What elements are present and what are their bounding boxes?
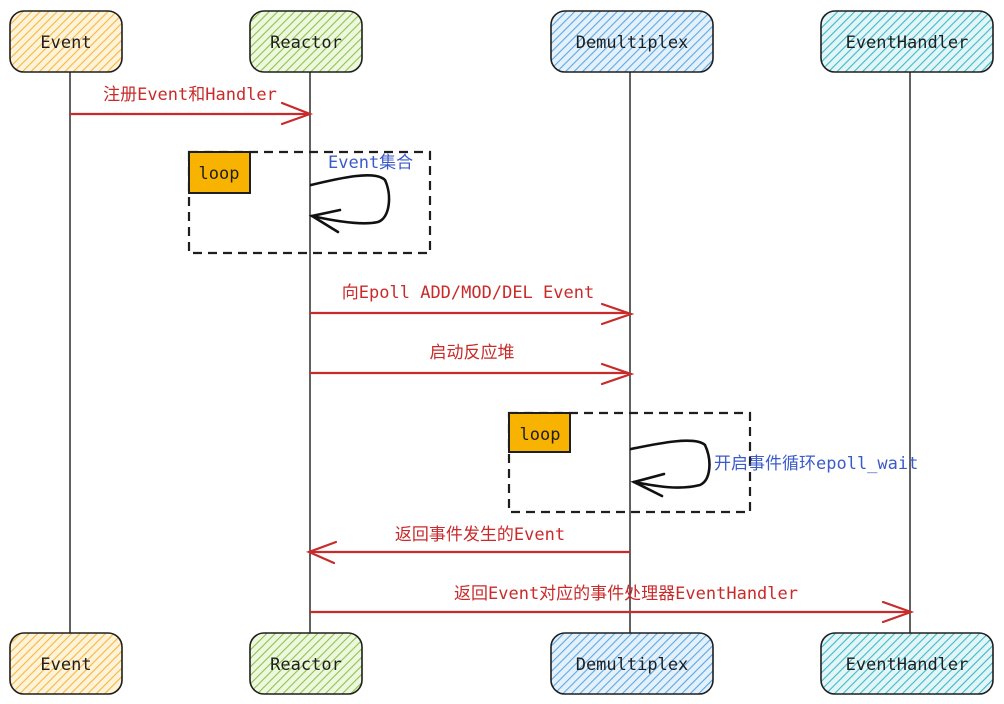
lifelines [69,72,911,634]
actor-label: EventHandler [846,655,969,675]
message-register[interactable]: 注册Event和Handler [70,85,314,126]
actor-eventhandler-bottom[interactable]: EventHandler [820,632,994,695]
loop-frame-demultiplex[interactable]: loop 开启事件循环epoll_wait [507,411,918,514]
message-label: 注册Event和Handler [103,85,277,105]
actor-reactor-top[interactable]: Reactor [249,10,363,73]
self-message-label: 开启事件循环epoll_wait [714,454,918,474]
message-label: 返回Event对应的事件处理器EventHandler [454,584,798,604]
actor-demultiplex-top[interactable]: Demultiplex [550,10,714,73]
actor-event-top[interactable]: Event [9,10,123,73]
actor-reactor-bottom[interactable]: Reactor [249,632,363,695]
arrowhead-icon [600,362,635,386]
message-label: 向Epoll ADD/MOD/DEL Event [342,283,594,303]
actor-label: Demultiplex [576,33,689,53]
loop-frame-reactor[interactable]: loop Event集合 [187,150,432,255]
message-start-reactor[interactable]: 启动反应堆 [310,343,635,386]
message-label: 返回事件发生的Event [395,525,565,545]
message-label: 启动反应堆 [430,343,515,363]
loop-tag [188,151,251,194]
arrowhead-icon [630,472,666,498]
message-dispatch-handler[interactable]: 返回Event对应的事件处理器EventHandler [310,584,915,624]
self-message-label: Event集合 [328,153,413,173]
loop-tag [508,412,571,453]
actor-label: Reactor [270,33,342,53]
arrowhead-icon [600,302,635,326]
actor-demultiplex-bottom[interactable]: Demultiplex [550,632,714,695]
arrowhead-icon [881,600,915,624]
actor-label: Event [40,655,91,675]
actor-label: Event [40,33,91,53]
arrowhead-icon [280,101,314,126]
actor-label: EventHandler [846,33,969,53]
arrowhead-icon [308,208,342,234]
loop-tag-label: loop [520,425,561,445]
self-loop-arrow [309,173,391,225]
loop-tag-label: loop [199,164,240,184]
arrowhead-icon [306,540,338,565]
self-loop-arrow [629,439,711,489]
actor-event-bottom[interactable]: Event [9,632,123,695]
message-return-events[interactable]: 返回事件发生的Event [306,525,630,565]
actor-label: Reactor [270,655,342,675]
message-epoll-ctl[interactable]: 向Epoll ADD/MOD/DEL Event [310,283,635,326]
actor-label: Demultiplex [576,655,689,675]
actor-eventhandler-top[interactable]: EventHandler [820,10,994,73]
